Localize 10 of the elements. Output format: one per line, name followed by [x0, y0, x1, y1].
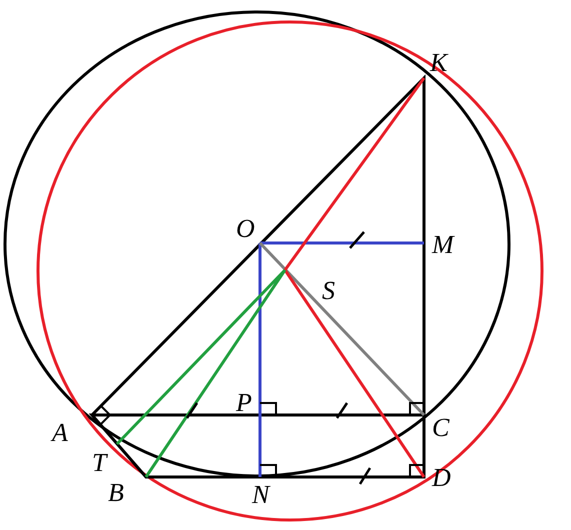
point-label: B — [108, 480, 124, 506]
point-label: A — [52, 420, 68, 446]
point-label: N — [252, 482, 270, 508]
point-label: O — [236, 216, 255, 242]
point-label: P — [236, 390, 252, 416]
point-label: M — [432, 232, 454, 258]
point-label: C — [432, 415, 450, 441]
point-label: T — [92, 450, 106, 476]
point-label: D — [432, 465, 451, 491]
point-label: S — [322, 278, 335, 304]
